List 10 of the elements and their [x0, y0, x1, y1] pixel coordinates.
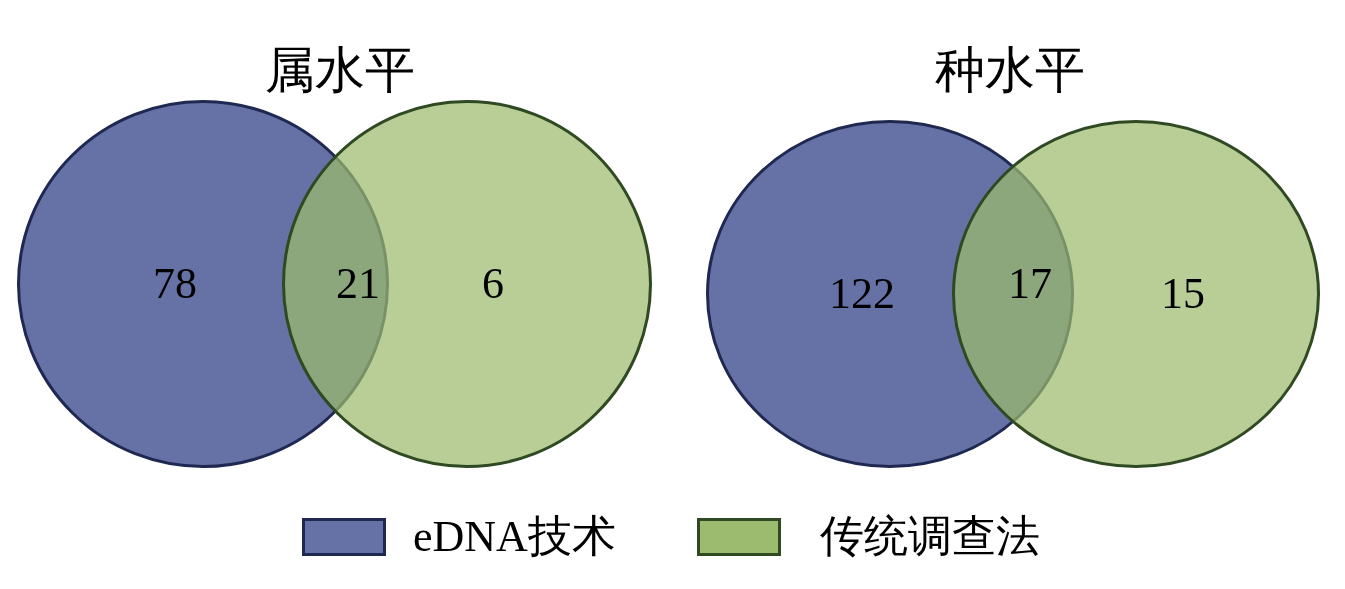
count-value: 21: [336, 262, 380, 306]
count-value: 78: [153, 262, 197, 306]
count-value: 15: [1161, 272, 1205, 316]
panel-title: 种水平: [935, 45, 1085, 95]
count-value: 17: [1008, 262, 1052, 306]
legend-label: eDNA技术: [413, 515, 616, 559]
count-value: 122: [829, 272, 895, 316]
count-value: 6: [482, 262, 504, 306]
legend-label: 传统调查法: [820, 515, 1040, 559]
panel-title: 属水平: [265, 45, 415, 95]
